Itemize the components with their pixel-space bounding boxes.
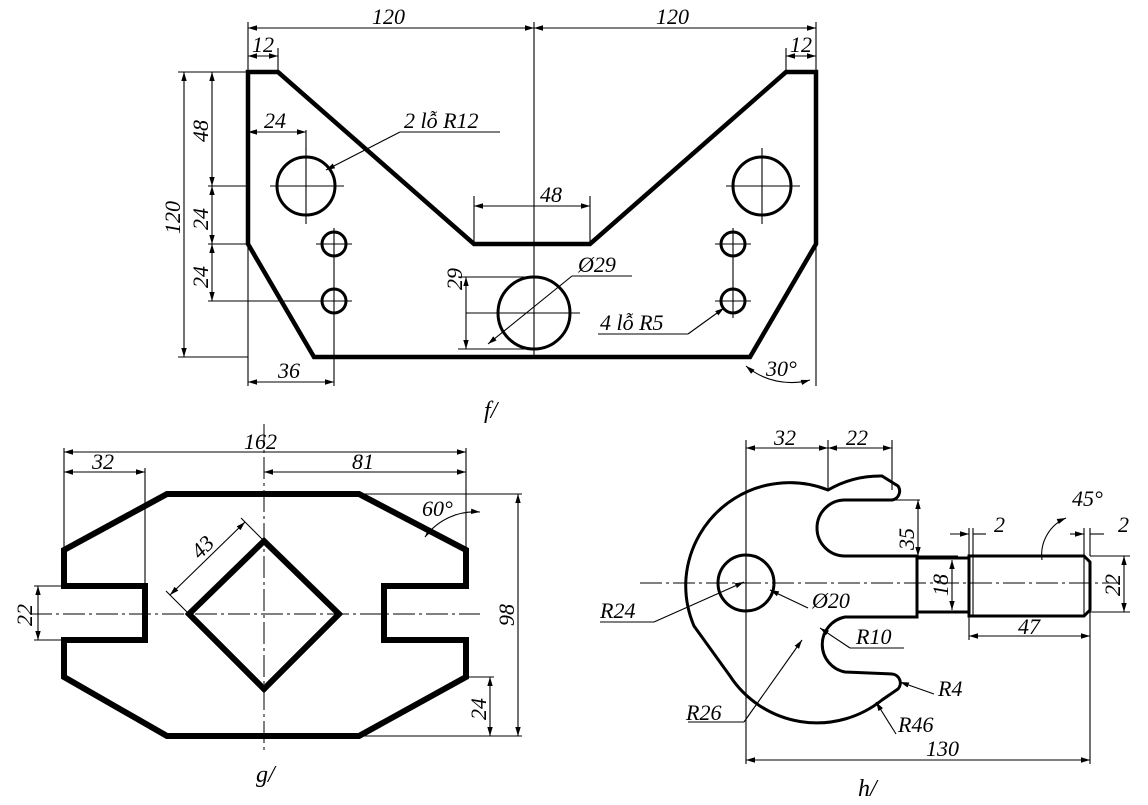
h-shaft bbox=[967, 554, 1092, 618]
h-dim-left-to-center: 32 bbox=[773, 425, 796, 450]
h-dim-chamfer-angle: 45° bbox=[1072, 486, 1103, 511]
f-dim-left-half: 120 bbox=[372, 4, 405, 29]
g-dim-bottom-step: 24 bbox=[466, 698, 491, 720]
h-dim-shaft-dia: 22 bbox=[1100, 574, 1125, 596]
g-centerlines bbox=[30, 424, 480, 752]
h-dim-inner-radius: R10 bbox=[855, 624, 891, 649]
h-part-outline bbox=[684, 474, 919, 725]
g-dim-half-width: 81 bbox=[352, 449, 374, 474]
figure-g: 162 32 81 60° 43 22 98 24 g/ bbox=[12, 424, 522, 788]
f-dim-top-to-hole: 48 bbox=[188, 120, 213, 142]
f-dim-right-half: 120 bbox=[656, 4, 689, 29]
h-dim-neck-dia: 18 bbox=[928, 574, 953, 596]
f-extension-lines bbox=[178, 22, 817, 386]
h-dim-tip-radius: R4 bbox=[937, 676, 962, 701]
h-dim-shaft-length: 47 bbox=[1018, 614, 1041, 639]
g-part-outline bbox=[61, 491, 469, 739]
f-dim-center-hole-dia: Ø29 bbox=[577, 252, 616, 277]
h-dim-total-length: 130 bbox=[926, 736, 959, 761]
h-centerlines bbox=[640, 440, 1120, 764]
f-dim-total-height: 120 bbox=[160, 201, 185, 234]
f-dim-right-flat: 12 bbox=[790, 32, 812, 57]
f-dim-slot-width: 48 bbox=[540, 182, 562, 207]
h-caption: h/ bbox=[858, 776, 879, 802]
g-dim-square-side: 43 bbox=[186, 530, 219, 563]
f-note-small-holes: 4 lỗ R5 bbox=[600, 310, 664, 335]
g-dim-left-slot: 32 bbox=[91, 449, 114, 474]
g-dim-chamfer-angle: 60° bbox=[422, 496, 453, 521]
f-dim-hole-offset: 24 bbox=[264, 108, 286, 133]
h-dim-chamfer-len: 2 bbox=[994, 512, 1005, 537]
h-dimension-lines bbox=[600, 445, 1127, 763]
h-dim-slot-width: 22 bbox=[846, 425, 868, 450]
h-dim-hole-dia: Ø20 bbox=[811, 588, 850, 613]
f-dim-hole-gap-2: 24 bbox=[188, 266, 213, 288]
figure-f: 120 120 12 12 24 2 lỗ R12 48 120 48 24 2… bbox=[160, 4, 819, 424]
g-dim-slot-height: 22 bbox=[12, 604, 37, 626]
h-dim-big-radius: R24 bbox=[599, 598, 635, 623]
f-dim-left-flat: 12 bbox=[252, 32, 274, 57]
h-dim-jaw-height: 35 bbox=[894, 528, 919, 551]
f-caption: f/ bbox=[484, 398, 500, 424]
g-caption: g/ bbox=[256, 762, 277, 788]
h-dim-outer-radius: R46 bbox=[897, 712, 933, 737]
f-dim-bottom-offset: 36 bbox=[277, 358, 300, 383]
f-dim-side-angle: 30° bbox=[765, 356, 797, 381]
figure-h: 32 22 35 2 45° 2 18 22 47 R24 Ø20 R10 R4… bbox=[599, 425, 1130, 802]
f-dim-hole-gap-1: 24 bbox=[188, 208, 213, 230]
h-dim-chamfer-len-2: 2 bbox=[1118, 512, 1129, 537]
g-dimension-lines bbox=[35, 449, 521, 736]
f-note-big-holes: 2 lỗ R12 bbox=[404, 108, 479, 133]
g-dim-total-width: 162 bbox=[244, 429, 277, 454]
g-dim-total-height: 98 bbox=[494, 604, 519, 626]
f-dim-center-hole-height: 29 bbox=[442, 268, 467, 290]
h-dim-arc-radius: R26 bbox=[685, 700, 721, 725]
f-dimension-lines bbox=[181, 25, 816, 386]
f-hole-centers bbox=[270, 148, 800, 318]
